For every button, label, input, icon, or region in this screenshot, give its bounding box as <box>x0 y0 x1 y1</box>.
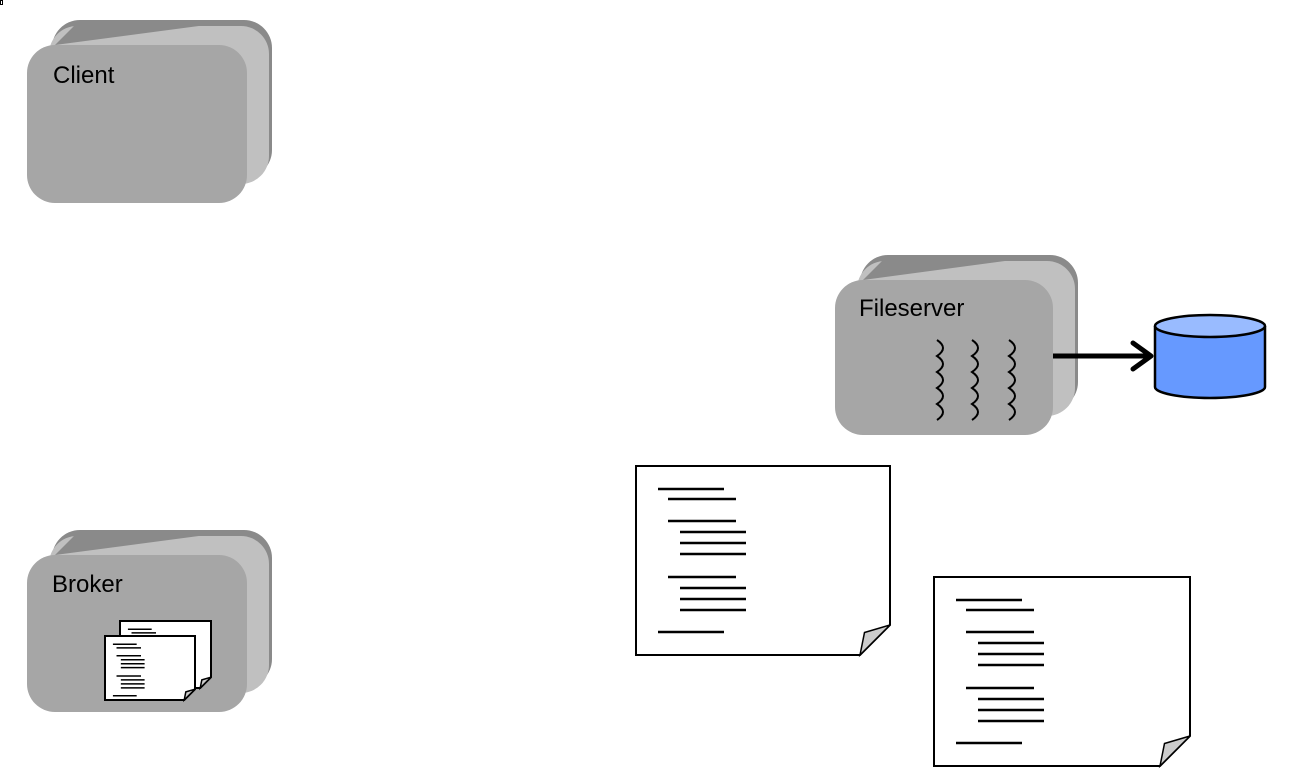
broker-label: Broker <box>52 571 123 598</box>
thread-icon <box>970 339 979 421</box>
broker-doc-front-page <box>104 635 196 701</box>
thread-icon <box>935 339 944 421</box>
broker-doc-front <box>104 635 196 703</box>
broker-node-bevel <box>55 530 244 555</box>
fileserver-label: Fileserver <box>859 295 965 322</box>
database-body <box>1153 326 1267 400</box>
corner-marker <box>0 0 3 5</box>
client-node-front <box>27 45 247 203</box>
document-1-fold <box>858 624 891 658</box>
client-node <box>27 20 272 203</box>
arrow-head-icon <box>1130 340 1154 372</box>
document-2-fold <box>1158 735 1191 769</box>
database-icon <box>1153 313 1267 400</box>
document-2 <box>933 576 1191 769</box>
client-node-bevel <box>55 20 244 45</box>
database-top <box>1153 313 1267 339</box>
document-1 <box>635 465 891 658</box>
broker-doc-back-fold <box>198 676 212 691</box>
fileserver-node-bevel <box>863 255 1050 280</box>
fileserver-node <box>835 255 1078 435</box>
fileserver-node-front <box>835 280 1053 435</box>
document-2-page <box>933 576 1191 767</box>
client-label: Client <box>53 62 115 89</box>
broker-doc-front-fold <box>182 688 196 703</box>
document-1-page <box>635 465 891 656</box>
thread-icon <box>1007 339 1016 421</box>
